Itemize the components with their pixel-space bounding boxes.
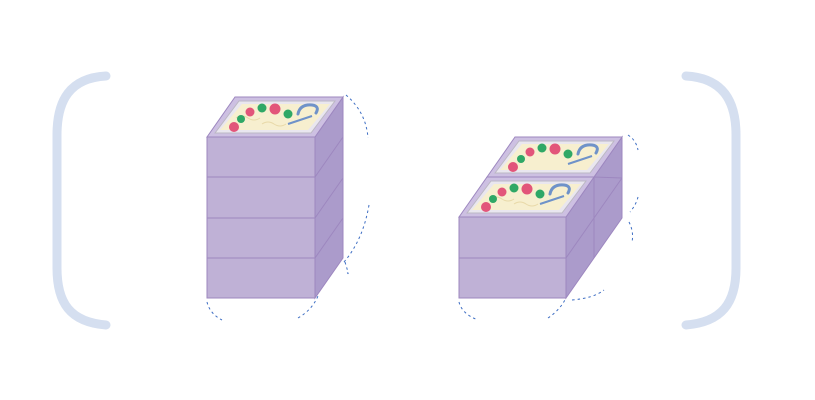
dashed-arc: [297, 295, 319, 319]
cake-top: [206, 96, 344, 138]
box-tier-front: [206, 136, 316, 178]
box-tier-front: [206, 217, 316, 259]
side-tier-line: [314, 136, 344, 178]
dashed-arc: [627, 134, 639, 151]
leaf-icon: [489, 195, 497, 203]
dashed-arc: [571, 289, 605, 301]
flower-icon: [229, 122, 239, 132]
ribbon-icon: [576, 143, 599, 156]
leaf-icon: [537, 143, 547, 153]
leaf-icon: [509, 183, 519, 193]
side-tier-line: [593, 177, 623, 219]
ribbon-icon: [296, 103, 319, 116]
leaf-icon: [517, 155, 525, 163]
flower-icon: [497, 187, 507, 197]
flower-icon: [521, 183, 533, 195]
flower-icon: [525, 147, 535, 157]
cake-top-back: [486, 136, 623, 178]
box-tier-front: [206, 257, 316, 299]
dashed-arc: [628, 221, 634, 243]
left-bracket: [52, 71, 111, 330]
flower-icon: [508, 162, 518, 172]
dashed-arc: [344, 261, 349, 275]
ribbon-icon: [548, 183, 571, 196]
side-tier-line: [314, 177, 344, 219]
box-tier-front: [458, 216, 567, 259]
dashed-arc: [547, 297, 567, 319]
leaf-icon: [257, 103, 267, 113]
leaf-icon: [237, 115, 245, 123]
cake-top-front: [458, 176, 595, 218]
side-tier-line: [565, 217, 595, 259]
right-cake-stack: [458, 134, 639, 321]
flower-icon: [549, 143, 561, 155]
leaf-icon: [535, 189, 545, 199]
dashed-arc: [345, 94, 369, 139]
box-tier-front: [206, 176, 316, 219]
flower-icon: [481, 202, 491, 212]
dashed-arc: [458, 301, 479, 321]
flower-icon: [245, 107, 255, 117]
leaf-icon: [283, 109, 293, 119]
leaf-icon: [563, 149, 573, 159]
flower-icon: [269, 103, 281, 115]
box-tier-front: [458, 257, 567, 299]
dashed-arc: [343, 204, 370, 263]
left-cake-stack: [206, 94, 370, 321]
dashed-arc: [629, 196, 639, 213]
dashed-arc: [206, 301, 223, 321]
side-tier-line: [314, 217, 344, 259]
right-bracket: [681, 71, 741, 330]
